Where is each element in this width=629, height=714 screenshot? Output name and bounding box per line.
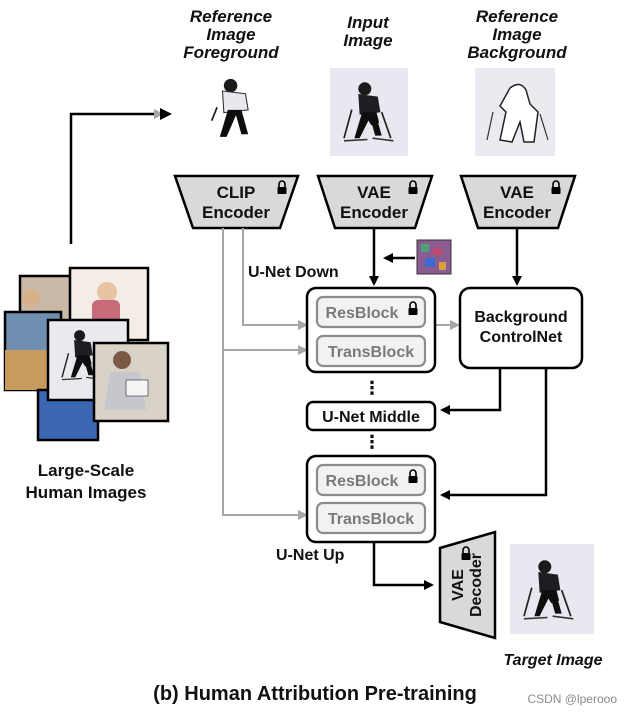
vae-decoder: VAE Decoder — [438, 530, 497, 640]
reference-background-image — [475, 68, 555, 156]
svg-text:U-Net Middle: U-Net Middle — [322, 409, 420, 426]
unet-up-block: ResBlock TransBlock — [305, 454, 437, 544]
arrow-controlnet-to-middle — [440, 368, 502, 415]
arrow-stack-to-images — [69, 108, 172, 244]
large-scale-label: Large-Scale Human Images — [26, 461, 147, 502]
svg-text:Foreground: Foreground — [183, 43, 279, 62]
background-controlnet: Background ControlNet — [458, 286, 584, 370]
svg-text:Encoder: Encoder — [340, 203, 408, 222]
svg-text:VAE: VAE — [450, 569, 467, 601]
svg-text:VAE: VAE — [357, 183, 391, 202]
arrow-unet-to-decoder — [372, 542, 434, 590]
reference-background-label: Reference Image Background — [467, 7, 567, 62]
figure-caption: (b) Human Attribution Pre-training — [153, 683, 477, 705]
svg-text:ResBlock: ResBlock — [326, 305, 399, 322]
svg-text:Encoder: Encoder — [202, 203, 270, 222]
clip-encoder: CLIP Encoder — [173, 174, 300, 230]
svg-text:Decoder: Decoder — [468, 553, 485, 617]
noise-icon — [416, 239, 452, 275]
target-image — [510, 544, 594, 634]
input-image — [330, 68, 408, 156]
input-image-label: Input Image — [343, 13, 392, 50]
svg-text:CLIP: CLIP — [217, 183, 256, 202]
arrow-controlnet-to-up — [440, 368, 548, 500]
svg-text:Image: Image — [206, 25, 255, 44]
svg-text:Input: Input — [347, 13, 390, 32]
svg-text:ControlNet: ControlNet — [480, 329, 563, 346]
dots-lower: ⋮ — [363, 432, 381, 452]
dots-upper: ⋮ — [363, 378, 381, 398]
svg-text:Background: Background — [474, 309, 567, 326]
unet-down-block: ResBlock TransBlock — [305, 286, 437, 374]
unet-middle-block: U-Net Middle — [305, 400, 437, 432]
reference-foreground-label: Reference Image Foreground — [183, 7, 279, 62]
unet-up-label: U-Net Up — [276, 547, 345, 564]
svg-text:Image: Image — [343, 31, 392, 50]
svg-text:Background: Background — [467, 43, 567, 62]
svg-text:Reference: Reference — [476, 7, 558, 26]
unet-down-label: U-Net Down — [248, 264, 339, 281]
vae-encoder-background: VAE Encoder — [459, 174, 577, 230]
reference-foreground-image — [210, 78, 249, 137]
clip-feature-lines — [222, 228, 460, 520]
svg-text:Human Images: Human Images — [26, 483, 147, 502]
svg-text:ResBlock: ResBlock — [326, 473, 399, 490]
watermark: CSDN @lperooo — [527, 692, 617, 706]
vae-encoder-input: VAE Encoder — [316, 174, 434, 230]
svg-text:TransBlock: TransBlock — [328, 511, 414, 528]
svg-text:VAE: VAE — [500, 183, 534, 202]
svg-text:Encoder: Encoder — [483, 203, 551, 222]
svg-text:Large-Scale: Large-Scale — [38, 461, 134, 480]
large-scale-image-stack — [3, 266, 170, 442]
svg-text:Image: Image — [492, 25, 541, 44]
target-image-label: Target Image — [504, 652, 603, 669]
svg-text:TransBlock: TransBlock — [328, 344, 414, 361]
svg-text:Reference: Reference — [190, 7, 272, 26]
